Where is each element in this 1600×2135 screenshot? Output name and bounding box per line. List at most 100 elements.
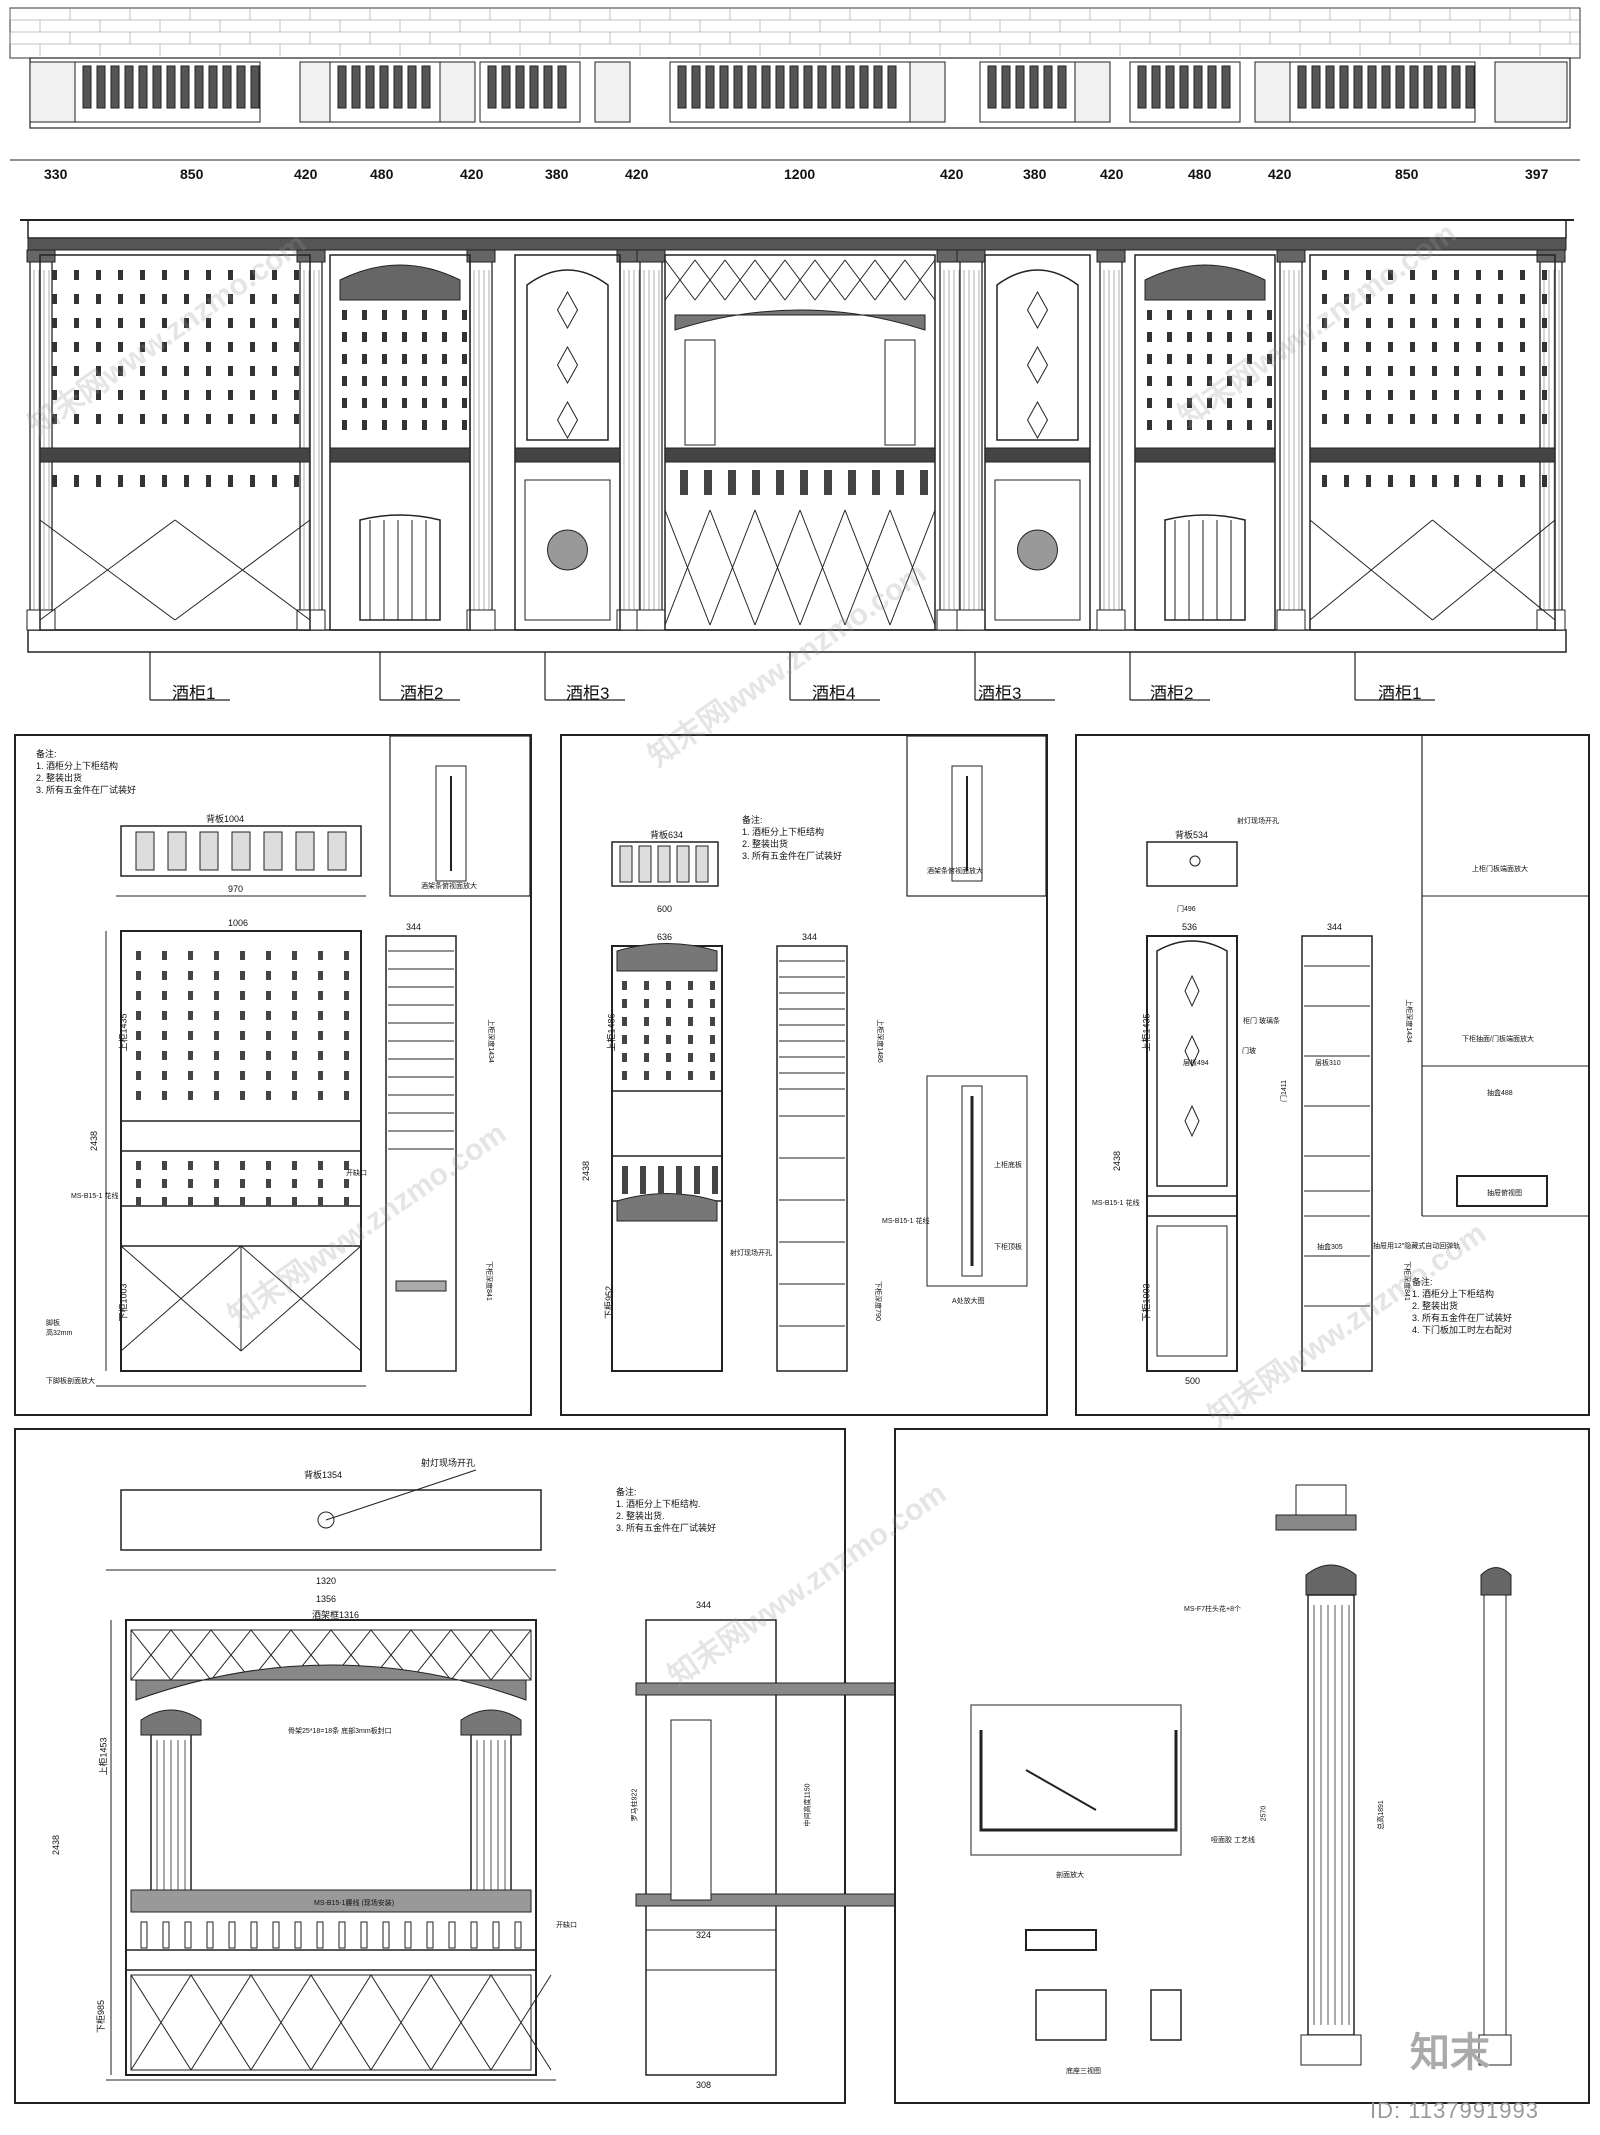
notch-label: 开缺口 bbox=[556, 1922, 577, 1929]
board-label: 下柜顶板 bbox=[994, 1244, 1022, 1251]
dim-label: 380 bbox=[1023, 166, 1047, 182]
cabinet-label: 酒柜3 bbox=[566, 684, 610, 703]
door-glass-label: 门玻 bbox=[1242, 1048, 1256, 1055]
cabinet-label: 酒柜3 bbox=[978, 684, 1022, 703]
lower-depth-label: 下柜深度841 bbox=[1402, 1261, 1410, 1301]
note-item: 1. 酒柜分上下柜结构 bbox=[1412, 1289, 1495, 1299]
note-item: 4. 下门板加工时左右配对 bbox=[1412, 1325, 1513, 1335]
drawing-panel-cabinet-2: 备注: 1. 酒柜分上下柜结构 2. 整装出货 3. 所有五金件在厂试装好 背板… bbox=[560, 734, 1048, 1416]
column-height-label: 罗马柱922 bbox=[631, 1788, 639, 1822]
foot-label: 脚板 bbox=[46, 1320, 60, 1327]
back-board-label: 背板534 bbox=[1175, 830, 1209, 840]
hole-label: 射灯现场开孔 bbox=[1237, 818, 1279, 825]
cabinet-label: 酒柜2 bbox=[400, 684, 444, 703]
notes-title: 备注: bbox=[742, 815, 763, 825]
brand-logo: 知末 bbox=[1410, 2031, 1490, 2075]
glass-strip-label: 柜门 玻璃条 bbox=[1243, 1018, 1280, 1025]
dim-label: 420 bbox=[460, 166, 484, 182]
width-label: 600 bbox=[657, 904, 673, 914]
note-item: 2. 整装出货 bbox=[742, 839, 789, 849]
mid-height-label: 中间高度1150 bbox=[804, 1783, 812, 1827]
lower-height-label: 下柜1003 bbox=[1141, 1283, 1152, 1322]
dim-label: 420 bbox=[294, 166, 318, 182]
shelf-label: 层板494 bbox=[1183, 1060, 1209, 1067]
total-height-label: 2438 bbox=[51, 1834, 62, 1856]
rack-title-label: 酒架条俯视面放大 bbox=[927, 868, 983, 875]
board-label: 上柜底板 bbox=[994, 1162, 1022, 1169]
lower-height-label: 下柜985 bbox=[96, 1999, 107, 2034]
top-plan-strip bbox=[9, 7, 1581, 161]
groove-label: 哑面胶 工艺线 bbox=[1211, 1837, 1255, 1844]
rail-label: 抽屉用12″隐藏式自动回弹轨 bbox=[1373, 1243, 1461, 1250]
notes-title: 备注: bbox=[36, 749, 57, 759]
capital-label: MS-F7柱头花+8个 bbox=[1184, 1606, 1241, 1613]
shelf-label: 324 bbox=[696, 1930, 712, 1940]
detail-title-label: 下柜抽面/门板端面放大 bbox=[1462, 1036, 1534, 1043]
total-height-label: 2438 bbox=[89, 1130, 100, 1152]
dim-label: 380 bbox=[545, 166, 569, 182]
note-item: 3. 所有五金件在厂试装好 bbox=[742, 851, 843, 861]
upper-depth-label: 上柜深度1434 bbox=[1404, 999, 1412, 1043]
width-label: 970 bbox=[228, 884, 244, 894]
total-height-label: 2438 bbox=[581, 1160, 592, 1182]
lower-height-label: 下柜952 bbox=[604, 1285, 615, 1320]
upper-height-label: 上柜1435 bbox=[118, 1013, 129, 1052]
front-elevation bbox=[20, 219, 1574, 701]
total-height-label: 2438 bbox=[1112, 1150, 1123, 1172]
side-depth-label: 344 bbox=[406, 922, 422, 932]
drawer-box-label: 抽盒305 bbox=[1317, 1244, 1343, 1251]
cabinet-label: 酒柜1 bbox=[1378, 684, 1422, 703]
hole-label: 射灯现场开孔 bbox=[730, 1250, 772, 1257]
note-item: 2. 整装出货. bbox=[616, 1511, 665, 1521]
deco-line-label: MS-B15-1 花线 bbox=[1092, 1200, 1140, 1207]
foot-detail-label: 下脚板剖面放大 bbox=[46, 1378, 95, 1385]
width-outer-label: 536 bbox=[1182, 922, 1198, 932]
back-board-label: 背板1354 bbox=[304, 1470, 343, 1480]
width-outer-label: 1356 bbox=[316, 1594, 337, 1604]
note-item: 1. 酒柜分上下柜结构. bbox=[616, 1499, 701, 1509]
note-item: 2. 整装出货 bbox=[36, 773, 83, 783]
side-width-label: 308 bbox=[696, 2080, 712, 2090]
notes-block: 备注: 1. 酒柜分上下柜结构 2. 整装出货 3. 所有五金件在厂试装好 4.… bbox=[1412, 1276, 1512, 1336]
deco-line-label: MS-B15-1 花线 bbox=[882, 1218, 930, 1225]
width-outer-label: 1006 bbox=[228, 918, 249, 928]
dim-label: 420 bbox=[625, 166, 649, 182]
width-outer-label: 636 bbox=[657, 932, 673, 942]
detail-title-label: 抽屉俯视图 bbox=[1487, 1190, 1522, 1197]
rack-title-label: 酒架条俯视面放大 bbox=[421, 883, 477, 890]
back-board-label: 背板634 bbox=[650, 830, 684, 840]
door-width-label: 门496 bbox=[1177, 906, 1196, 913]
side-depth-label: 344 bbox=[802, 932, 818, 942]
back-board-label: 背板1004 bbox=[206, 814, 245, 824]
pillar-height-label: 2570 bbox=[1260, 1805, 1268, 1822]
dim-label: 850 bbox=[1395, 166, 1419, 182]
base-views-label: 底座三视图 bbox=[1066, 2068, 1101, 2075]
dim-label: 1200 bbox=[784, 166, 816, 182]
dim-label: 480 bbox=[370, 166, 394, 182]
note-item: 3. 所有五金件在厂试装好 bbox=[616, 1523, 717, 1533]
drawing-panel-cabinet-1: 备注: 1. 酒柜分上下柜结构 2. 整装出货 3. 所有五金件在厂试装好 背板… bbox=[14, 734, 532, 1416]
dim-label: 850 bbox=[180, 166, 204, 182]
side-depth-label: 344 bbox=[696, 1600, 712, 1610]
lower-height-label: 下柜1003 bbox=[118, 1283, 129, 1322]
dim-label: 330 bbox=[44, 166, 68, 182]
note-item: 1. 酒柜分上下柜结构 bbox=[742, 827, 825, 837]
dim-label: 420 bbox=[1268, 166, 1292, 182]
drawing-panel-column-detail: MS-F7柱头花+8个 剖面放大 底座三视图 哑面胶 工艺线 2570 总高18… bbox=[894, 1428, 1590, 2104]
drawer-label: 抽盒488 bbox=[1487, 1090, 1513, 1097]
side-depth-label: 344 bbox=[1327, 922, 1343, 932]
notes-block: 备注: 1. 酒柜分上下柜结构 2. 整装出货 3. 所有五金件在厂试装好 bbox=[36, 748, 136, 796]
notes-block: 备注: 1. 酒柜分上下柜结构. 2. 整装出货. 3. 所有五金件在厂试装好 bbox=[616, 1486, 716, 1534]
beam-label: 骨架25*18=18条 底部3mm板封口 bbox=[288, 1728, 392, 1735]
image-id: ID: 1137991993 bbox=[1370, 2098, 1539, 2123]
detail-title-label: 上柜门板端面放大 bbox=[1472, 866, 1528, 873]
dim-label: 420 bbox=[940, 166, 964, 182]
upper-depth-label: 上柜深度1434 bbox=[486, 1019, 494, 1063]
upper-height-label: 上柜1453 bbox=[98, 1737, 109, 1776]
dim-label: 420 bbox=[1100, 166, 1124, 182]
a-detail-label: A处放大图 bbox=[952, 1298, 985, 1305]
note-item: 2. 整装出货 bbox=[1412, 1301, 1459, 1311]
frame-label: 酒架框1316 bbox=[312, 1610, 360, 1620]
drawing-panel-cabinet-4: 背板1354 射灯现场开孔 1320 1356 酒架框1316 骨架25*18=… bbox=[14, 1428, 917, 2104]
notes-title: 备注: bbox=[616, 1487, 637, 1497]
